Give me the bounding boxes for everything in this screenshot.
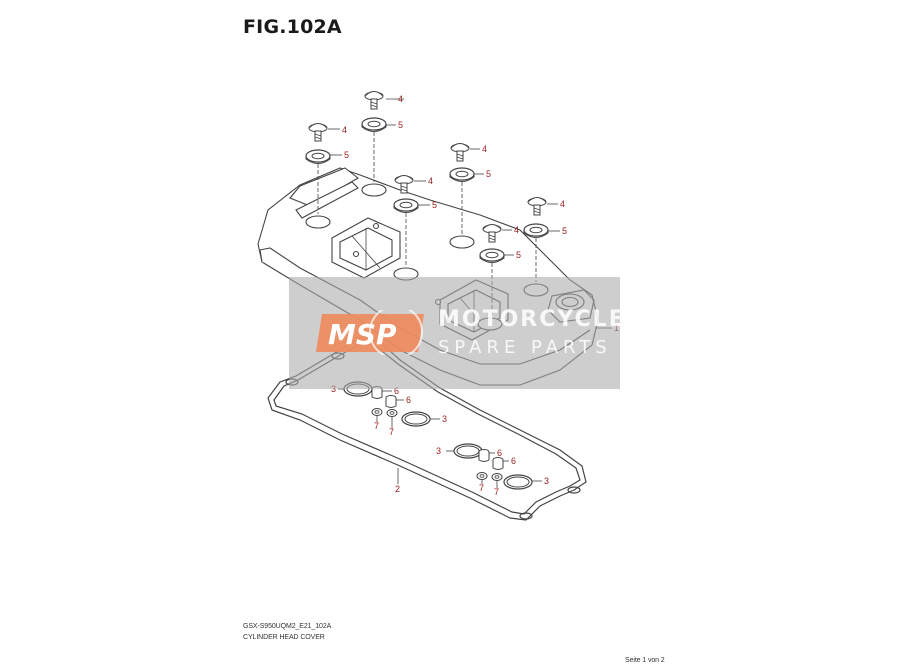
callout-6: 6 (406, 395, 411, 405)
callout-7: 7 (479, 483, 484, 493)
callout-7: 7 (389, 427, 394, 437)
callout-5: 5 (398, 120, 403, 130)
callout-4: 4 (560, 199, 565, 209)
msp-logo-icon: MSP (316, 310, 424, 355)
watermark-line2: SPARE PARTS (438, 337, 612, 358)
watermark-banner: MSP MOTORCYCLE SPARE PARTS (289, 277, 624, 389)
callout-5: 5 (486, 169, 491, 179)
watermark-logo-text: MSP (328, 318, 397, 351)
callout-3: 3 (442, 414, 447, 424)
callouts: 4 5 4 5 4 5 4 5 4 5 4 5 1 2 3 6 6 3 7 7 … (331, 94, 619, 497)
callout-4: 4 (342, 125, 347, 135)
callout-5: 5 (562, 226, 567, 236)
watermark-line1: MOTORCYCLE (438, 307, 626, 332)
callout-3: 3 (436, 446, 441, 456)
callout-7: 7 (374, 421, 379, 431)
callout-6: 6 (497, 448, 502, 458)
callout-6: 6 (511, 456, 516, 466)
callout-3: 3 (544, 476, 549, 486)
callout-5: 5 (344, 150, 349, 160)
section-name: CYLINDER HEAD COVER (243, 634, 325, 641)
callout-5: 5 (516, 250, 521, 260)
oring-part-3 (343, 381, 533, 490)
callout-5: 5 (432, 200, 437, 210)
callout-4: 4 (514, 225, 519, 235)
callout-7: 7 (494, 487, 499, 497)
callout-6: 6 (394, 386, 399, 396)
page-indicator: Seite 1 von 2 (625, 657, 665, 664)
callout-4: 4 (398, 94, 403, 104)
callout-4: 4 (482, 144, 487, 154)
model-code: GSX-S950UQM2_E21_102A (243, 623, 332, 630)
callout-2: 2 (395, 484, 400, 494)
callout-4: 4 (428, 176, 433, 186)
callout-3: 3 (331, 384, 336, 394)
figure-title: FIG.102A (243, 16, 342, 38)
